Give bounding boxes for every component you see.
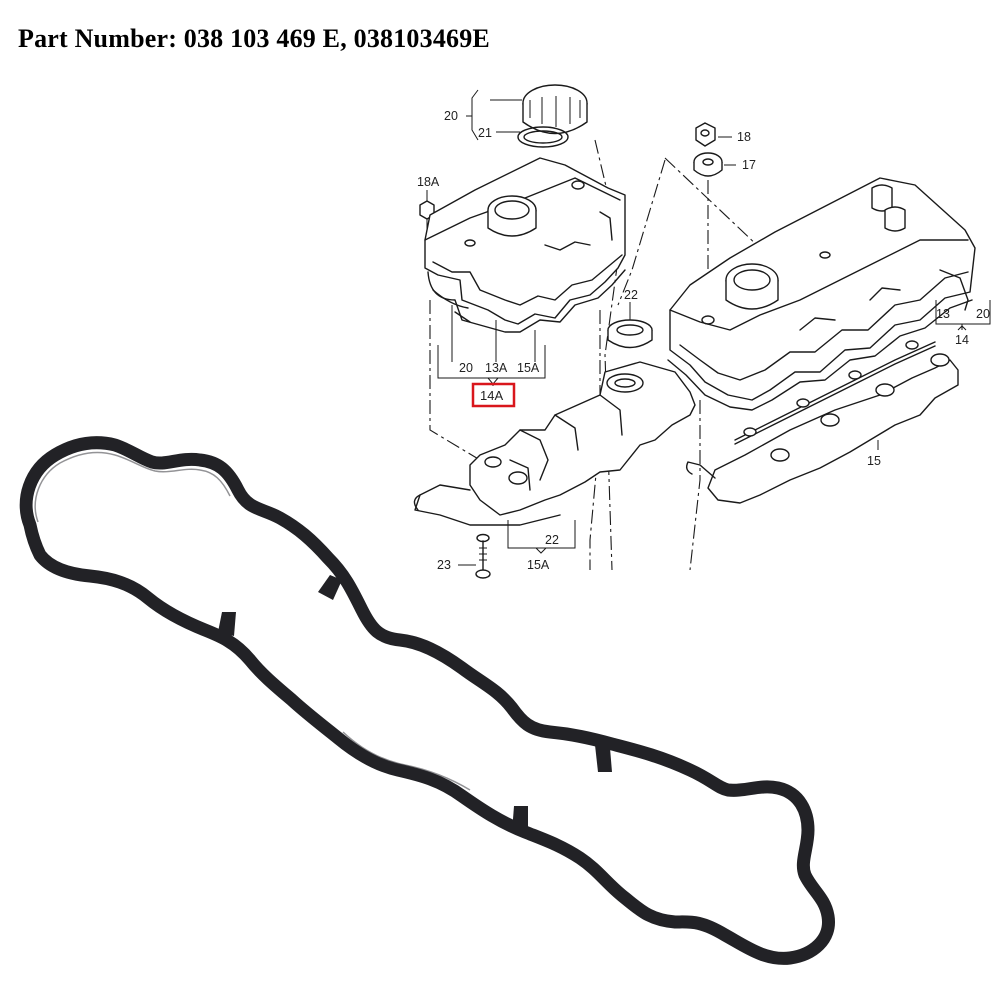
intake-gasket-15 [685,340,959,504]
valve-cover-gasket-photo [19,436,835,965]
callout-14A: 14A [480,388,503,403]
oil-filler-cap [517,84,588,148]
callout-23: 23 [437,558,451,572]
gasket-tab-2 [218,612,236,636]
callout-15: 15 [867,454,881,468]
highlight-box [471,382,516,408]
callout-15A-left: 15A [517,361,540,375]
gasket-tab-1 [318,575,342,600]
callout-18: 18 [737,130,751,144]
callout-labels: 20 21 18 17 18A 22 13 20 14 20 13A 15A 1… [417,109,990,572]
cylinder-head [413,361,696,526]
washer-17 [693,152,723,177]
callout-13: 13 [936,307,950,321]
gasket-tab-3 [595,745,612,772]
callout-13A: 13A [485,361,508,375]
valve-cover-left [424,157,626,333]
callout-18A: 18A [417,175,440,189]
callout-20-right: 20 [976,307,990,321]
part-number-title: Part Number: 038 103 469 E, 038103469E [18,24,490,53]
callout-22-top: 22 [624,288,638,302]
bolt-18 [695,122,716,147]
callout-15A-bottom: 15A [527,558,550,572]
callout-20-top: 20 [444,109,458,123]
callout-14: 14 [955,333,969,347]
gasket-tab-4 [512,806,528,836]
leader-lines [426,89,991,566]
cap-seal-ring [517,126,569,148]
callout-20-left: 20 [459,361,473,375]
valve-cover-right [667,177,976,411]
callout-21: 21 [478,126,492,140]
gasket-loop [19,436,835,965]
callout-17: 17 [742,158,756,172]
bolt-23 [475,533,491,579]
callout-14A-highlight: 14A [471,382,516,408]
callout-22-bottom: 22 [545,533,559,547]
seal-22 [607,319,653,349]
